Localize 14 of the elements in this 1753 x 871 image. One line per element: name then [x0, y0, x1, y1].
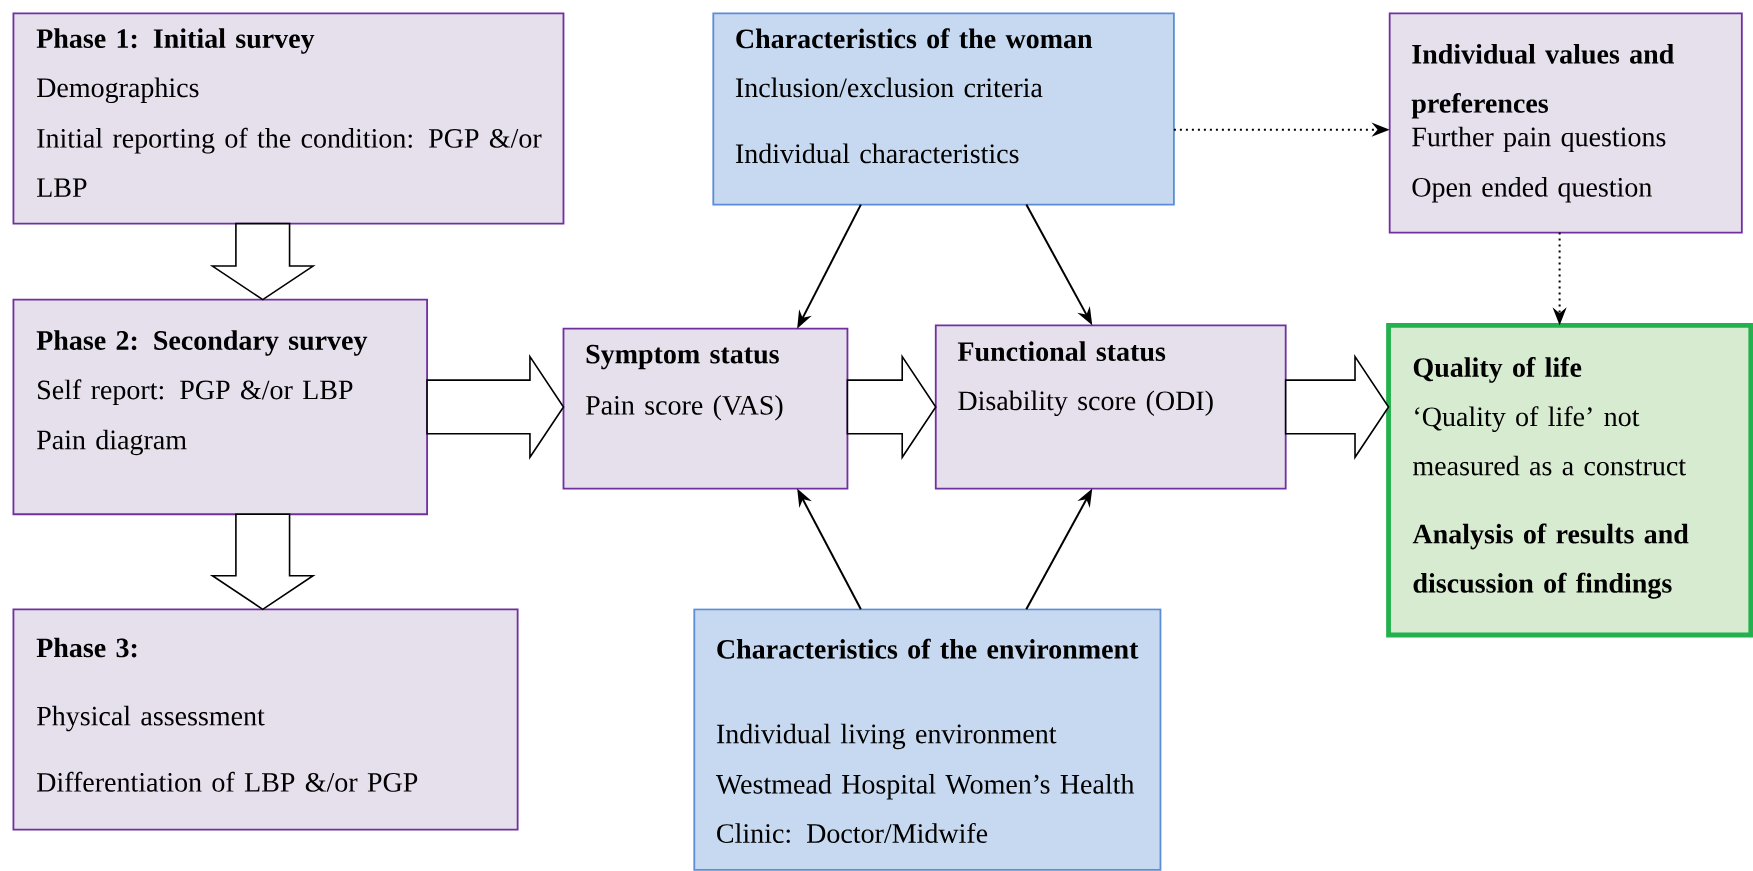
block-arrow	[426, 354, 565, 460]
process-box: Phase 3: Physical assessment Differentiation of LBP &/or PGP	[12, 608, 519, 831]
process-box: Individual values and preferences Further pain questions Open ended question	[1388, 12, 1743, 234]
block-arrow	[209, 513, 316, 611]
block-arrow	[1284, 354, 1390, 460]
block-arrow	[209, 222, 316, 301]
outcome-box: Quality of life ‘Quality of life’ not measured as a construct Analysis of results and discussion of findings	[1386, 323, 1753, 638]
factor-box: Characteristics of the woman Inclusion/exclusion criteria Individual characteristics	[712, 12, 1175, 206]
block-arrow	[846, 354, 937, 460]
factor-box: Characteristics of the environment Individual living environment Westmead Hospital Women’s Health Clinic: Doctor/Midwife	[693, 608, 1162, 871]
process-box: Symptom status Pain score (VAS)	[562, 327, 849, 490]
process-box: Phase 2: Secondary survey Self report: PGP &/or LBP Pain diagram	[12, 298, 428, 516]
process-box: Phase 1: Initial survey Demographics Initial reporting of the condition: PGP &/or LBP	[12, 12, 565, 225]
process-box: Functional status Disability score (ODI)	[934, 324, 1287, 490]
